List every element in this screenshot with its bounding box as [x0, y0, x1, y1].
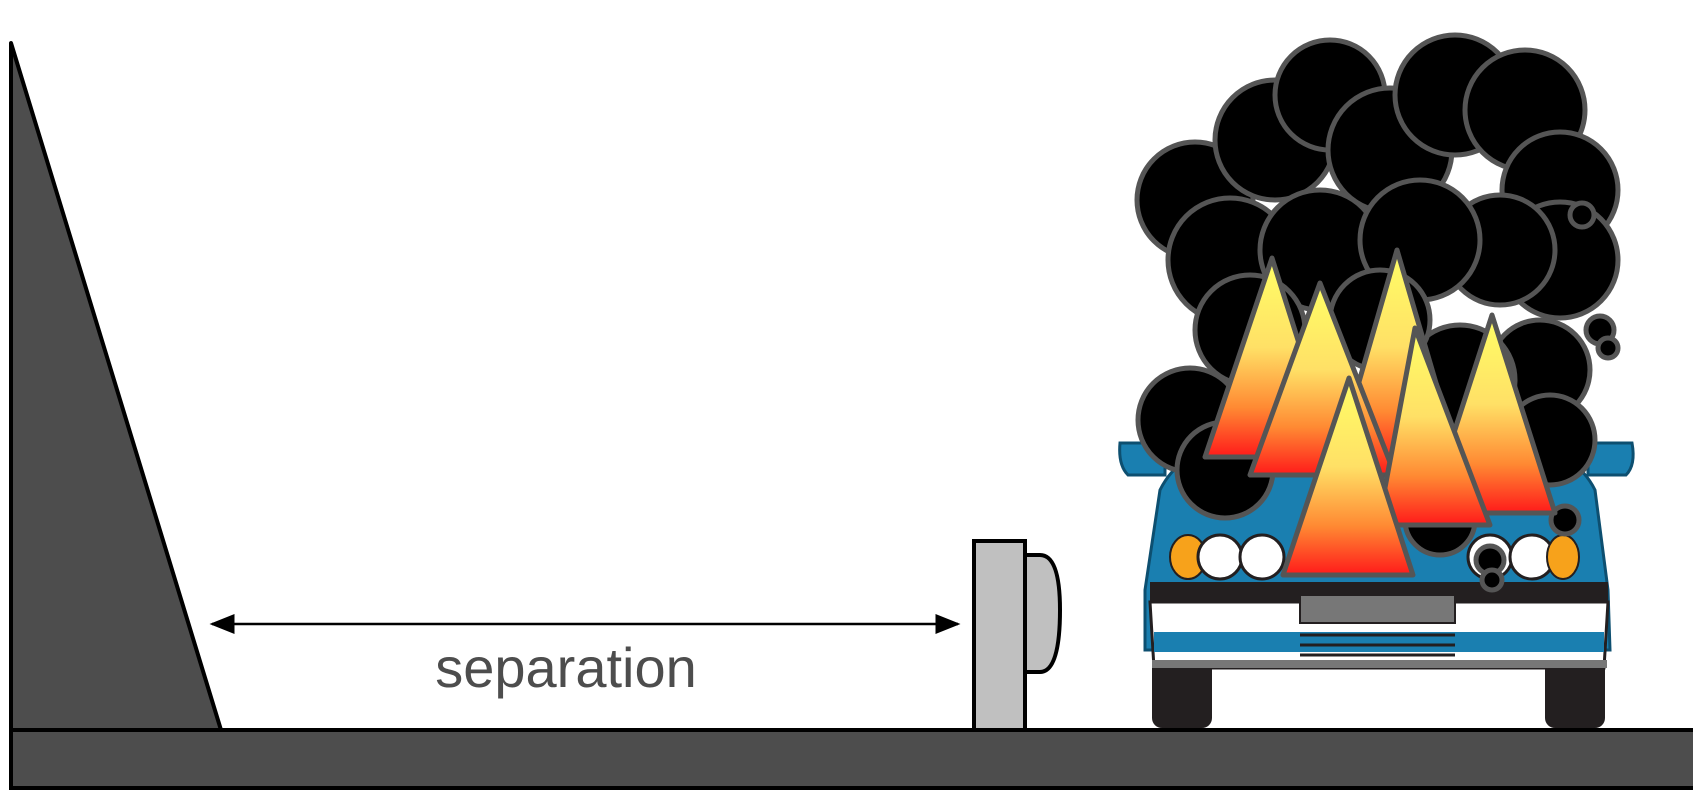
separation-label: separation [435, 636, 697, 699]
headlight-left [1198, 535, 1242, 579]
ground [11, 730, 1693, 788]
heat-sensor [974, 541, 1060, 730]
barrier-wall [11, 43, 221, 730]
indicator-light-right [1547, 535, 1579, 579]
